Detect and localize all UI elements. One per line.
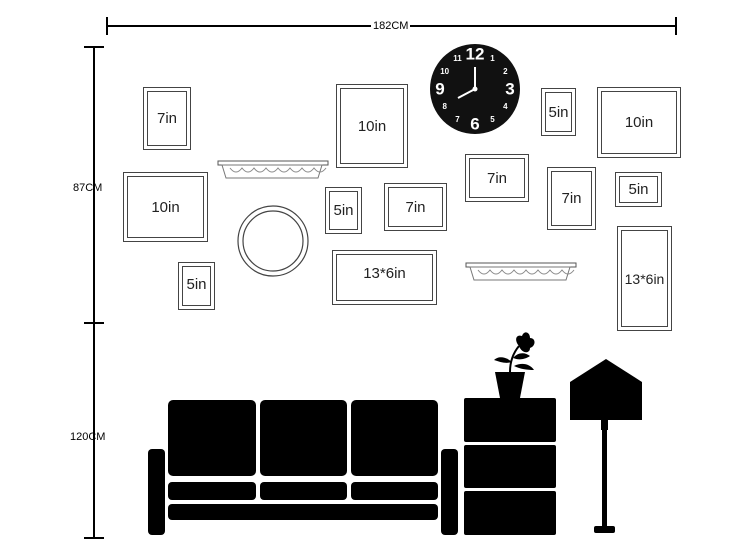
frame-size-label: 7in (469, 158, 525, 198)
sofa-silhouette (148, 400, 458, 535)
clock-number: 9 (435, 80, 444, 99)
clock-face-numbers: 12 12 3 45 6 78 9 10 11 (435, 45, 514, 134)
frame-size-label: 13*6in (336, 254, 433, 301)
clock-number: 12 (466, 45, 485, 64)
clock-number: 11 (453, 54, 462, 63)
height-dimension-line (84, 46, 104, 539)
decorative-shelf-left (217, 160, 329, 179)
clock-number: 7 (455, 115, 460, 124)
photo-frame-7in: 7in (384, 183, 447, 231)
frame-size-label: 7in (388, 187, 443, 227)
frame-size-label: 5in (329, 191, 358, 230)
clock-number: 10 (440, 67, 449, 76)
frame-size-label: 10in (340, 88, 404, 164)
photo-frame-5in: 5in (325, 187, 362, 234)
photo-frame-13x6in: 13*6in (617, 226, 672, 331)
decorative-shelf-right (465, 262, 577, 281)
frame-size-label: 10in (601, 91, 677, 154)
clock-number: 3 (505, 80, 514, 99)
frame-size-label: 5in (545, 92, 572, 132)
photo-frame-5in: 5in (178, 262, 215, 310)
wall-clock: 12 12 3 45 6 78 9 10 11 (430, 44, 520, 134)
clock-number: 1 (490, 54, 495, 63)
clock-number: 5 (490, 115, 495, 124)
photo-frame-5in: 5in (615, 172, 662, 207)
photo-frame-13x6in: 13*6in (332, 250, 437, 305)
width-label: 182CM (371, 20, 411, 32)
floor-lamp (570, 359, 642, 533)
clock-number: 8 (442, 102, 447, 111)
photo-frame-7in: 7in (143, 87, 191, 150)
clock-number: 2 (503, 67, 508, 76)
photo-frame-7in: 7in (547, 167, 596, 230)
photo-frame-10in: 10in (597, 87, 681, 158)
photo-frame-10in: 10in (336, 84, 408, 168)
clock-number: 6 (470, 115, 479, 134)
lower-height-label: 120CM (70, 431, 106, 443)
round-mirror (237, 205, 309, 277)
photo-frame-7in: 7in (465, 154, 529, 202)
frame-size-label: 7in (147, 91, 187, 146)
side-cabinet (464, 398, 556, 535)
frame-size-label: 13*6in (621, 230, 668, 327)
frame-size-label: 5in (182, 266, 211, 306)
photo-frame-10in: 10in (123, 172, 208, 242)
clock-number: 4 (503, 102, 508, 111)
frame-size-label: 7in (551, 171, 592, 226)
frame-size-label: 10in (127, 176, 204, 238)
clock-hour-hand (457, 88, 476, 99)
photo-frame-5in: 5in (541, 88, 576, 136)
frame-size-label: 5in (619, 176, 658, 203)
potted-plant (494, 332, 535, 398)
upper-height-label: 87CM (73, 182, 103, 194)
